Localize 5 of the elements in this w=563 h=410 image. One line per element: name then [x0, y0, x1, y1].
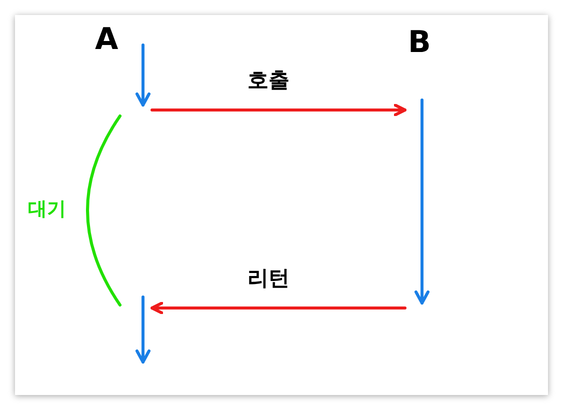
arrow: [150, 104, 406, 116]
arrow: [150, 302, 406, 314]
lifeline-label: B: [408, 28, 431, 58]
wait-label: 대기: [28, 197, 66, 222]
lifeline-label: A: [95, 25, 118, 55]
